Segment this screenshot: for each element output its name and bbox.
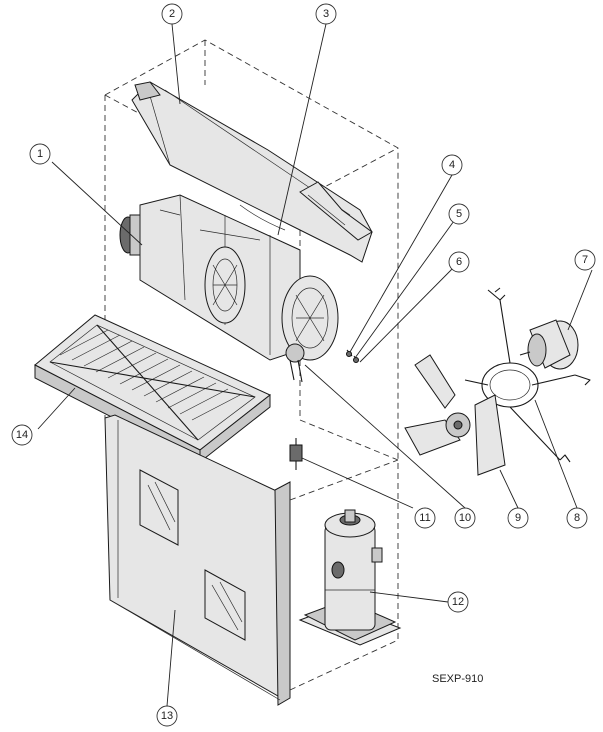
callout-5: 5 [448, 203, 470, 225]
callout-4-label: 4 [449, 159, 455, 171]
callout-9: 9 [507, 507, 529, 529]
callout-5-label: 5 [456, 208, 462, 220]
callout-13-label: 13 [161, 710, 173, 722]
callout-13: 13 [156, 705, 178, 727]
compressor [298, 509, 402, 646]
blower-assembly [119, 194, 339, 383]
drawing-code: SEXP-910 [432, 673, 483, 685]
callout-11: 11 [414, 507, 436, 529]
pressure-switch [289, 438, 303, 470]
callout-10: 10 [454, 507, 476, 529]
callout-1-label: 1 [37, 148, 43, 160]
callout-2: 2 [161, 3, 183, 25]
callout-2-label: 2 [169, 8, 175, 20]
callout-12: 12 [447, 591, 469, 613]
callout-6-label: 6 [456, 256, 462, 268]
callout-7-label: 7 [582, 254, 588, 266]
fan-motor [519, 319, 579, 370]
callout-3: 3 [315, 3, 337, 25]
callout-8-label: 8 [574, 512, 580, 524]
callout-8: 8 [566, 507, 588, 529]
callout-3-label: 3 [323, 8, 329, 20]
fan-blade [404, 354, 506, 476]
top-panel [131, 81, 373, 263]
screws [346, 349, 359, 363]
callout-12-label: 12 [452, 596, 464, 608]
callout-7: 7 [574, 249, 596, 271]
callout-10-label: 10 [459, 512, 471, 524]
callout-14-label: 14 [16, 429, 28, 441]
callout-6: 6 [448, 251, 470, 273]
callout-14: 14 [11, 424, 33, 446]
leader-lines [37, 23, 593, 707]
callout-1: 1 [29, 143, 51, 165]
callout-9-label: 9 [515, 512, 521, 524]
filter-slats [49, 324, 256, 441]
callout-4: 4 [441, 154, 463, 176]
fan-guard [464, 287, 591, 463]
front-panel [104, 414, 399, 706]
callout-11-label: 11 [419, 512, 430, 524]
